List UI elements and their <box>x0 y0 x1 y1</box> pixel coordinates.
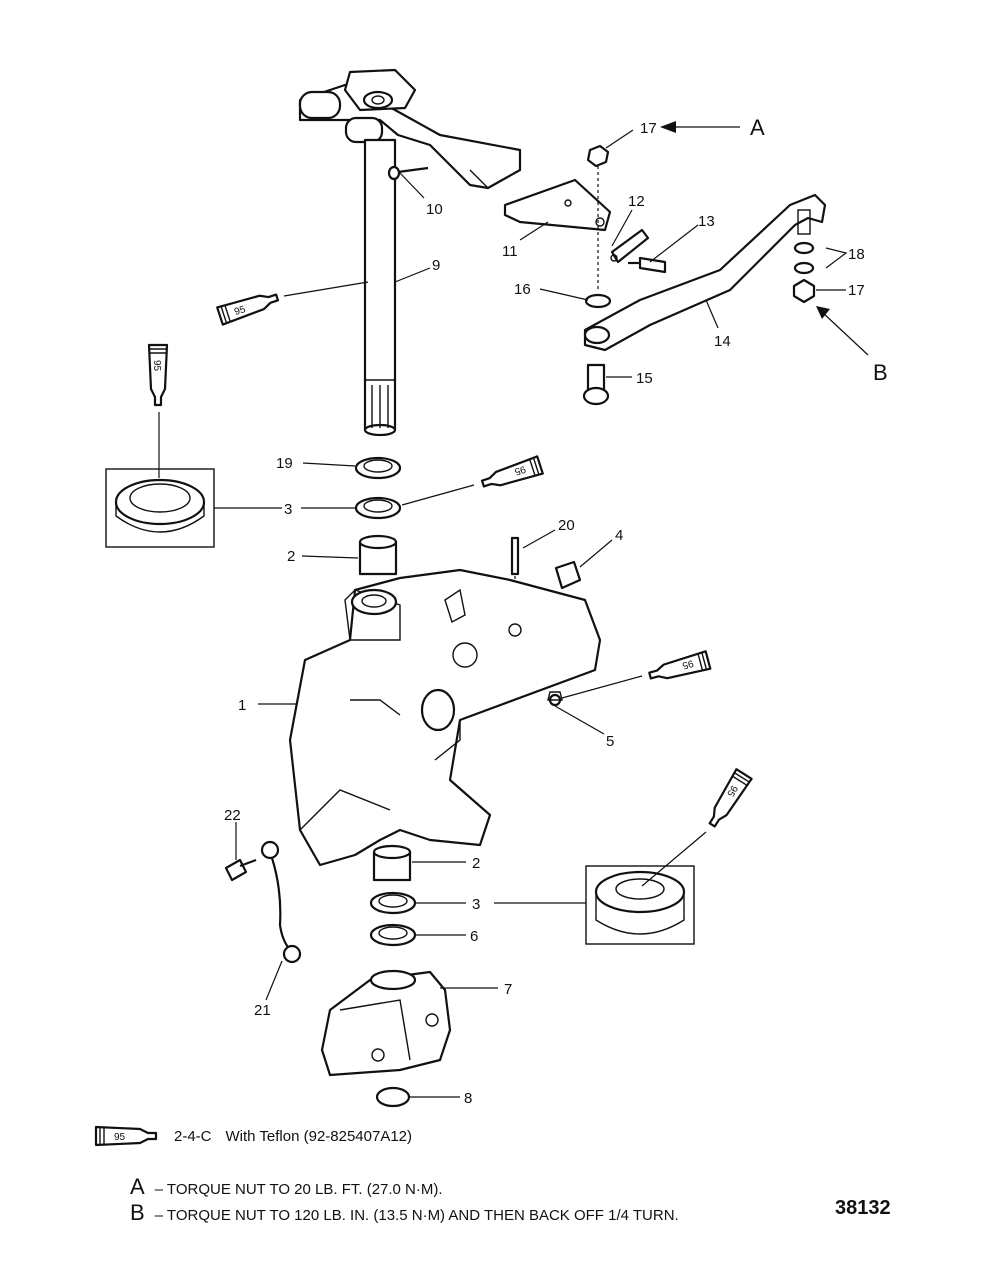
note-b-letter: B <box>130 1200 145 1225</box>
seal-3-lower <box>369 891 417 915</box>
callout-8: 8 <box>464 1090 472 1107</box>
seal-6 <box>369 923 417 947</box>
bolt-13 <box>628 256 667 274</box>
reference-letter-a: A <box>750 115 765 140</box>
callout-21: 21 <box>254 1002 271 1019</box>
seal-detail-inset-upper <box>105 468 215 548</box>
spacer-4 <box>554 560 582 590</box>
callout-3-lower: 3 <box>472 896 480 913</box>
callout-7: 7 <box>504 981 512 998</box>
callout-22: 22 <box>224 807 241 824</box>
callout-6: 6 <box>470 928 478 945</box>
steering-head <box>298 68 522 190</box>
note-a: A – TORQUE NUT TO 20 LB. FT. (27.0 N·M). <box>130 1174 443 1200</box>
swivel-bracket-1 <box>288 568 602 867</box>
pin-20 <box>510 536 520 576</box>
reference-letter-b: B <box>873 360 888 385</box>
bushing-2-upper <box>358 534 398 576</box>
link-arm-14 <box>583 193 827 352</box>
retaining-ring-8 <box>375 1086 411 1108</box>
callout-2-upper: 2 <box>287 548 295 565</box>
leader-lines <box>214 121 869 1098</box>
note-b: B – TORQUE NUT TO 120 LB. IN. (13.5 N·M)… <box>130 1200 679 1226</box>
callout-18: 18 <box>848 246 865 263</box>
callout-4: 4 <box>615 527 623 544</box>
seal-19 <box>354 456 402 480</box>
lubricant-tube-icon <box>401 455 544 506</box>
svg-text:95: 95 <box>114 1132 126 1143</box>
callout-9: 9 <box>432 257 440 274</box>
washer-16 <box>584 293 612 309</box>
legend-code: 2-4-C <box>174 1127 212 1145</box>
note-a-letter: A <box>130 1174 145 1199</box>
screw-10 <box>387 165 429 181</box>
pin-12 <box>610 228 650 264</box>
bushing-2-lower <box>372 844 412 882</box>
lubricant-tube-icon <box>561 650 712 699</box>
callout-11: 11 <box>502 243 518 260</box>
note-b-text: – TORQUE NUT TO 120 LB. IN. (13.5 N·M) A… <box>154 1207 679 1224</box>
nut-17-lower <box>792 278 816 304</box>
callout-13: 13 <box>698 213 715 230</box>
steering-shaft <box>363 138 397 437</box>
callout-16: 16 <box>514 281 531 298</box>
callout-1: 1 <box>238 697 246 714</box>
bracket-7 <box>320 969 452 1077</box>
ground-strap-21 <box>260 840 302 964</box>
lubricant-tube-icon <box>216 281 369 326</box>
callout-12: 12 <box>628 193 645 210</box>
seal-3-upper <box>354 496 402 520</box>
legend: 95 2-4-C With Teflon (92-825407A12) <box>94 1125 412 1147</box>
callout-17-top: 17 <box>640 120 657 137</box>
callout-14: 14 <box>714 333 731 350</box>
note-a-text: – TORQUE NUT TO 20 LB. FT. (27.0 N·M). <box>154 1181 443 1198</box>
grease-fitting-5 <box>547 691 563 707</box>
lubricant-tube-icon <box>641 768 753 887</box>
washer-18b <box>793 261 815 275</box>
drawing-number: 38132 <box>835 1197 891 1219</box>
washer-18a <box>793 241 815 255</box>
seal-detail-inset-lower <box>585 865 695 945</box>
callout-3-upper: 3 <box>284 501 292 518</box>
screw-22 <box>224 858 257 882</box>
bracket-11 <box>503 178 612 232</box>
callout-20: 20 <box>558 517 575 534</box>
legend-text: With Teflon (92-825407A12) <box>225 1127 413 1145</box>
callout-17-lower: 17 <box>848 282 865 299</box>
bolt-15 <box>582 363 610 406</box>
callout-15: 15 <box>636 370 653 387</box>
lubricant-tube-icon: 95 <box>94 1125 158 1147</box>
callout-2-lower: 2 <box>472 855 480 872</box>
callout-19: 19 <box>276 455 293 472</box>
callout-10: 10 <box>426 201 443 218</box>
lubricant-tube-icon <box>147 343 169 478</box>
nut-17-top <box>586 144 610 290</box>
callout-5: 5 <box>606 733 614 750</box>
